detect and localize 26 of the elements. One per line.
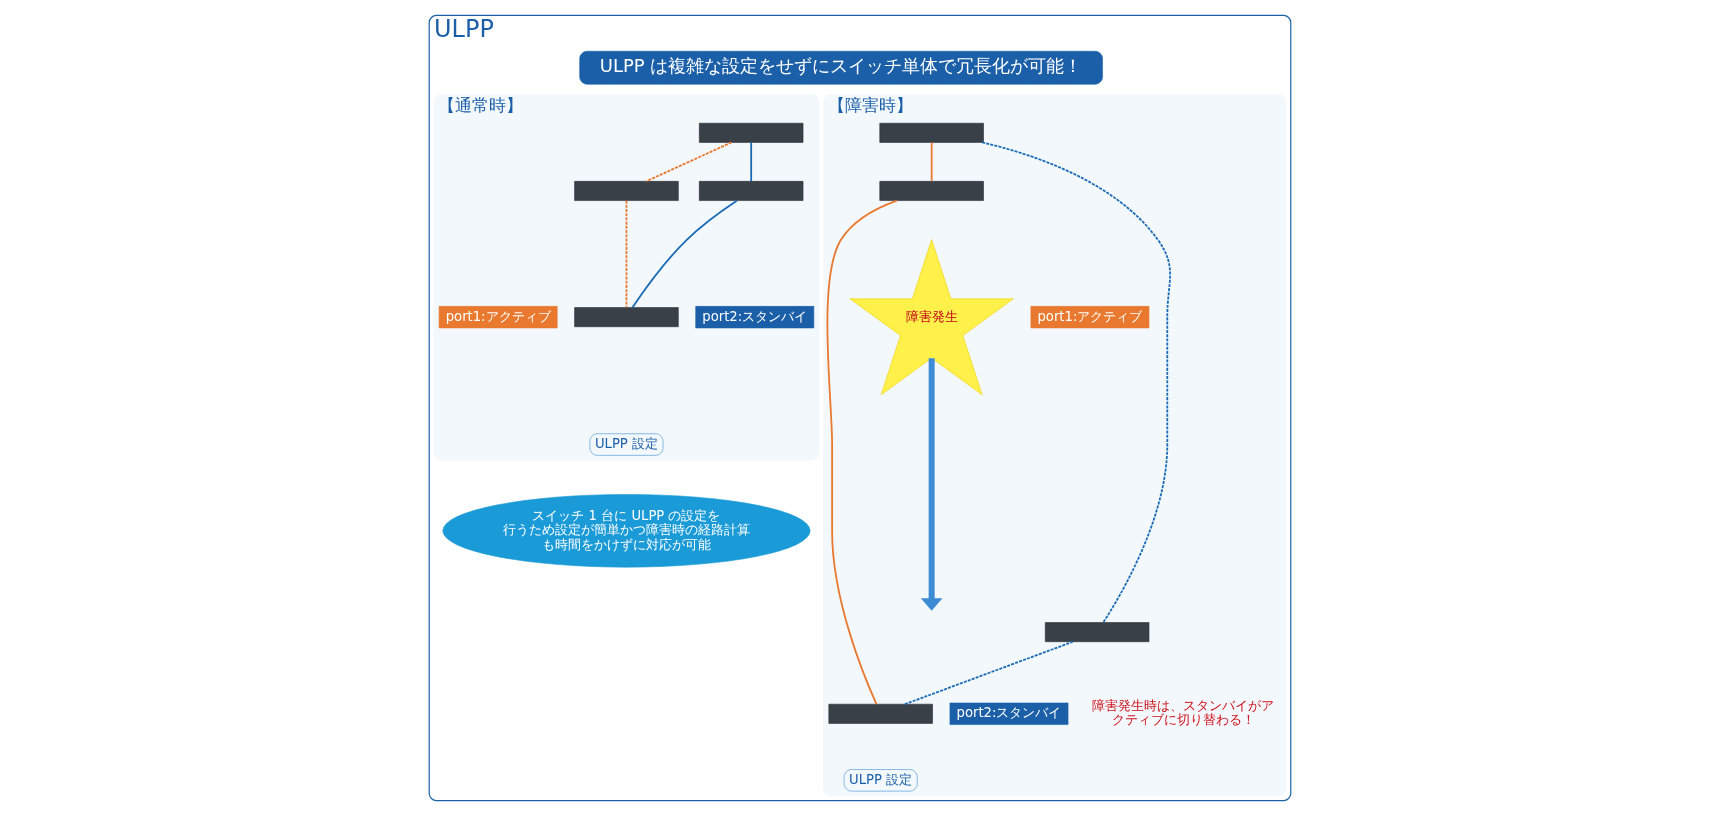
node-box xyxy=(879,122,984,143)
node-box xyxy=(574,307,679,328)
node-box xyxy=(574,181,679,201)
connector xyxy=(631,199,738,309)
node-box: ULPP 設定 xyxy=(589,433,664,456)
node-box: ULPP は複雑な設定をせずにスイッチ単体で冗長化が可能！ xyxy=(579,50,1103,85)
connector xyxy=(645,141,733,183)
node-box xyxy=(879,181,984,201)
node-box xyxy=(828,703,933,724)
connector xyxy=(625,199,628,309)
node-box: port2:スタンバイ xyxy=(949,702,1069,725)
connector xyxy=(981,141,1171,624)
node-box: port1:アクティブ xyxy=(1030,306,1150,329)
node-ellipse: スイッチ 1 台に ULPP の設定を行うため設定が簡単かつ障害時の経路計算も時間をかけずに対応が可能 xyxy=(442,494,811,568)
node-box: port1:アクティブ xyxy=(438,306,558,329)
connector xyxy=(826,199,898,706)
connector xyxy=(904,640,1074,706)
node-box xyxy=(699,181,804,201)
connector xyxy=(750,141,753,183)
node-box: port2:スタンバイ xyxy=(695,306,815,329)
node-box xyxy=(699,122,804,143)
label: 障害発生時は、スタンバイがアクティブに切り替わる！ xyxy=(1092,697,1275,728)
node-box xyxy=(1044,622,1150,642)
connector xyxy=(930,141,933,183)
node-box: ULPP 設定 xyxy=(843,769,918,792)
arrow xyxy=(920,358,943,611)
